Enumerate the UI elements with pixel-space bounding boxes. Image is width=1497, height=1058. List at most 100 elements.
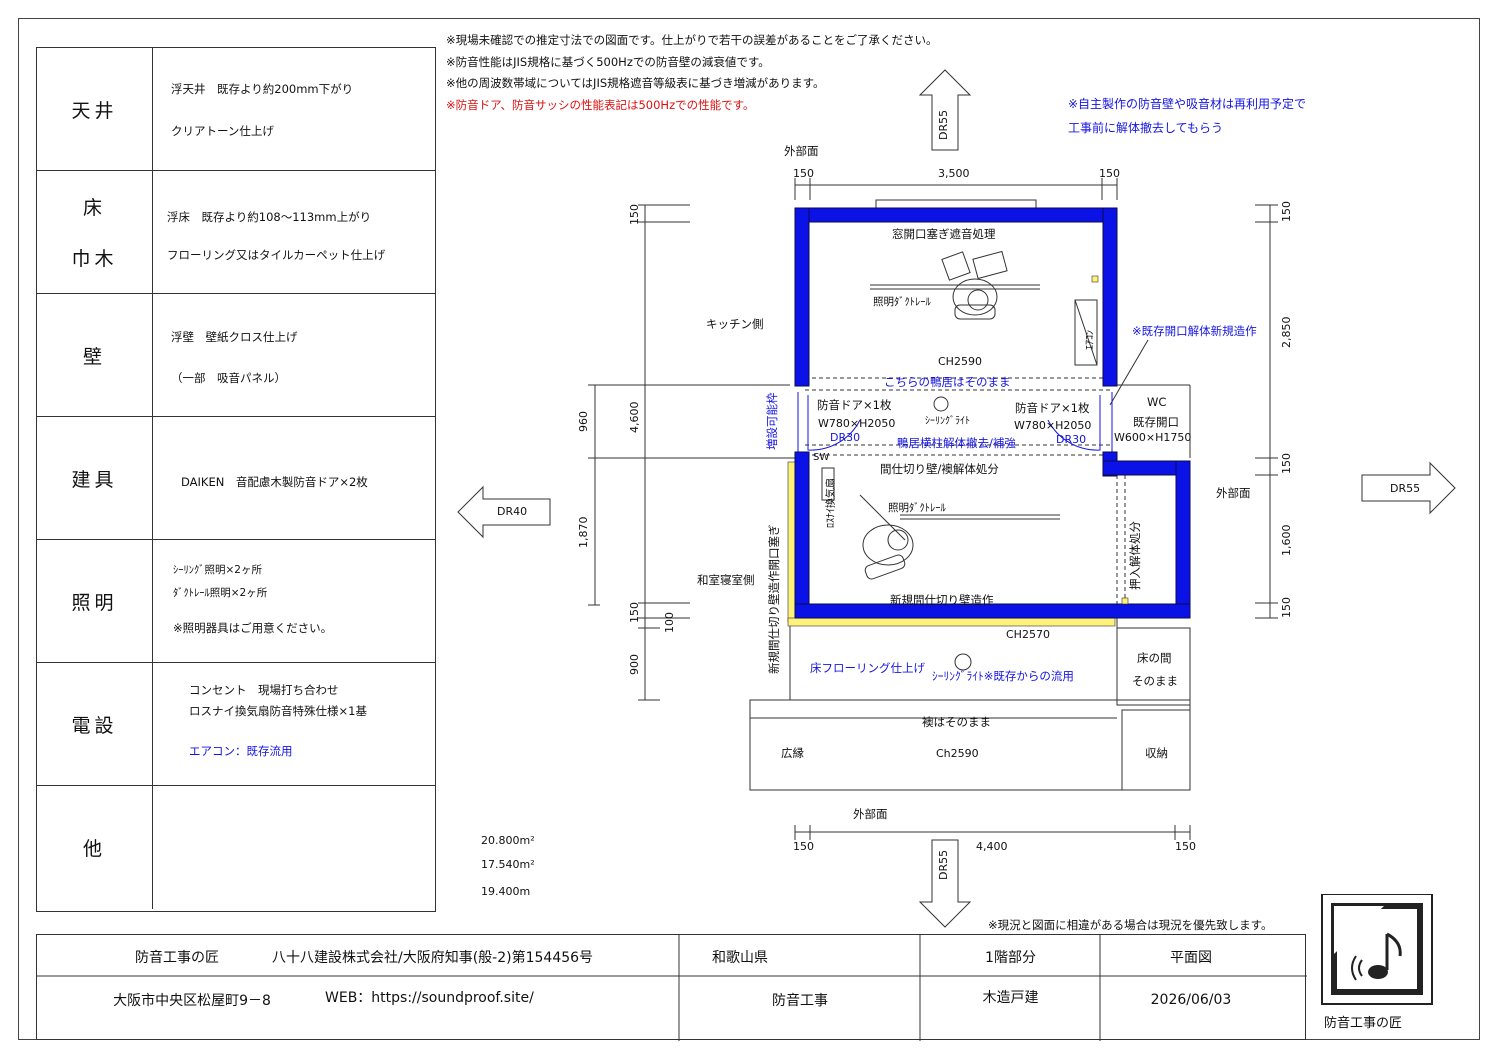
dim-label: 1,600 [1280, 524, 1293, 557]
door-size-label: W780×H2050 [818, 417, 896, 430]
company-logo: 防音工事の匠 [1312, 893, 1442, 1044]
area-value: 19.400m [481, 885, 531, 898]
address-text: 大阪市中央区松屋町9－8 [113, 993, 271, 1009]
wc-label: WC [1147, 395, 1167, 409]
outlet-icon [1121, 597, 1129, 605]
soundproof-walls [794, 207, 1191, 619]
bottom-note: ※現況と図面に相違がある場合は現況を優先致します。 [988, 918, 1273, 932]
door-rating-label: DR30 [830, 431, 861, 444]
spec-head: 建具 [71, 468, 118, 491]
wc-opening-label: 既存開口 [1133, 415, 1179, 429]
spec-row-lighting: 照明 ｼｰﾘﾝｸﾞ照明×2ヶ所 ﾀﾞｸﾄﾚｰﾙ照明×2ヶ所 ※照明器具はご用意く… [37, 540, 435, 663]
spec-table: 天井 浮天井 既存より約200mm下がり クリアトーン仕上げ 床巾木 浮床 既存… [36, 47, 436, 912]
blue-note: 工事前に解体撤去してもらう [1068, 121, 1224, 135]
spec-line: （一部 吸音パネル） [171, 371, 286, 385]
spec-line: フローリング又はタイルカーペット仕上げ [167, 248, 386, 262]
aircon-outline [1074, 299, 1098, 366]
spec-head: 他 [82, 838, 106, 860]
wc-size-label: W600×H1750 [1114, 431, 1192, 444]
spec-head: 電設 [71, 714, 118, 737]
title-block: 防音工事の匠 八十八建設株式会社/大阪府知事(般-2)第154456号 和歌山県… [36, 934, 1307, 1041]
prefecture-text: 和歌山県 [712, 950, 768, 966]
work-type-text: 防音工事 [772, 993, 828, 1009]
dim-label: 2,850 [1280, 316, 1293, 349]
floor-text: 1階部分 [985, 950, 1036, 966]
company-label: 防音工事の匠 [135, 950, 219, 966]
washitsu-label: 和室寝室側 [697, 573, 755, 587]
spec-line: 浮床 既存より約108～113mm上がり [167, 210, 372, 224]
person-chair-icon [859, 494, 914, 580]
north-arrow-label: DR55 [937, 109, 950, 140]
door-size-label: W780×H2050 [1014, 419, 1092, 432]
lossnay-fan-icon [821, 467, 835, 501]
existing-opening-label: ※既存開口解体新規造作 [1132, 324, 1257, 338]
ceiling-light-reuse-label: ｼｰﾘﾝｸﾞﾗｲﾄ※既存からの流用 [932, 669, 1074, 683]
dim-label: 150 [1280, 597, 1293, 618]
spec-head: 照明 [71, 591, 118, 614]
switch-label: SW [813, 452, 830, 463]
dim-label: 150 [793, 167, 814, 180]
spec-line: コンセント 現場打ち合わせ [189, 683, 339, 697]
lintel-keep-label: こちらの鴨居はそのまま [884, 375, 1011, 389]
dim-label: 100 [663, 612, 676, 633]
spec-head: 巾木 [71, 248, 118, 270]
hiroen-label: 広縁 [781, 746, 804, 760]
spec-line: エアコン：既存流用 [189, 744, 293, 758]
dim-label: 150 [628, 204, 641, 225]
ceiling-light-icon [933, 396, 949, 412]
window-seal-label: 窓開口塞ぎ遮音処理 [892, 227, 996, 241]
spec-line: ｼｰﾘﾝｸﾞ照明×2ヶ所 [173, 564, 262, 576]
duct-rail-label: 照明ﾀﾞｸﾄﾚｰﾙ [888, 502, 946, 514]
spec-line: 浮壁 壁紙クロス仕上げ [171, 330, 298, 344]
aircon-label: ｴｱｺﾝ [1085, 330, 1096, 350]
spec-row-electrical: 電設 コンセント 現場打ち合わせ ロスナイ換気扇防音特殊仕様×1基 エアコン：既… [37, 663, 435, 786]
tokonoma-label: 床の間 [1137, 651, 1172, 665]
new-partition-vertical-label: 新規間仕切り壁造作開口塞ぎ [767, 524, 781, 675]
spec-row-fittings: 建具 DAIKEN 音配慮木製防音ドア×2枚 [37, 417, 435, 540]
fusuma-keep-label: 襖はそのまま [922, 715, 991, 729]
spec-row-floor: 床巾木 浮床 既存より約108～113mm上がり フローリング又はタイルカーペッ… [37, 171, 435, 294]
storage-label: 収納 [1145, 746, 1168, 760]
closet-remove-label: 押入解体処分 [1128, 521, 1142, 590]
exterior-label: 外部面 [853, 807, 888, 821]
spec-line: ﾀﾞｸﾄﾚｰﾙ照明×2ヶ所 [173, 587, 268, 599]
frame-extension-label: 増設可能枠 [765, 392, 779, 451]
door-label: 防音ドア×1枚 [817, 398, 892, 412]
floor-finish-label: 床フローリング仕上げ [810, 661, 925, 675]
south-arrow-label: DR55 [937, 849, 950, 880]
spec-head: 天井 [71, 99, 118, 122]
door-rating-label: DR30 [1056, 433, 1087, 446]
insulation-strip [787, 617, 1116, 627]
south-arrow-icon [918, 839, 972, 928]
dim-label: 960 [577, 411, 590, 432]
license-text: 八十八建設株式会社/大阪府知事(般-2)第154456号 [272, 950, 594, 966]
tokonoma-outline [1116, 627, 1191, 706]
dim-label: 150 [628, 602, 641, 623]
date-text: 2026/06/03 [1150, 992, 1232, 1008]
north-arrow-icon [918, 69, 972, 151]
drawing-type-text: 平面図 [1170, 950, 1212, 966]
spec-line: 浮天井 既存より約200mm下がり [171, 82, 354, 96]
west-arrow-label: DR40 [497, 505, 528, 518]
spec-line: DAIKEN 音配慮木製防音ドア×2枚 [181, 475, 368, 489]
web-link[interactable]: WEB：https://soundproof.site/ [325, 990, 534, 1006]
dim-label: 150 [793, 840, 814, 853]
spec-row-other: 他 [37, 786, 435, 909]
note: ※防音ドア、防音サッシの性能表記は500Hzでの性能です。 [446, 98, 755, 112]
spec-line: ロスナイ換気扇防音特殊仕様×1基 [189, 704, 367, 718]
ceiling-light-icon [954, 653, 972, 671]
ch-label: CH2570 [1006, 628, 1050, 641]
blue-note: ※自主製作の防音壁や吸音材は再利用予定で [1068, 97, 1307, 111]
kitchen-label: キッチン側 [706, 317, 764, 331]
ceiling-light-label: ｼｰﾘﾝｸﾞﾗｲﾄ [925, 416, 970, 427]
dim-label: 150 [1280, 201, 1293, 222]
dim-label: 900 [628, 654, 641, 675]
dim-label: 150 [1175, 840, 1196, 853]
exterior-label: 外部面 [784, 144, 819, 158]
spec-line: クリアトーン仕上げ [171, 124, 274, 138]
ch-label: CH2590 [938, 355, 982, 368]
logo-caption: 防音工事の匠 [1324, 1016, 1403, 1031]
desk-chair-icon [941, 250, 1008, 320]
area-value: 20.800m² [481, 834, 535, 847]
